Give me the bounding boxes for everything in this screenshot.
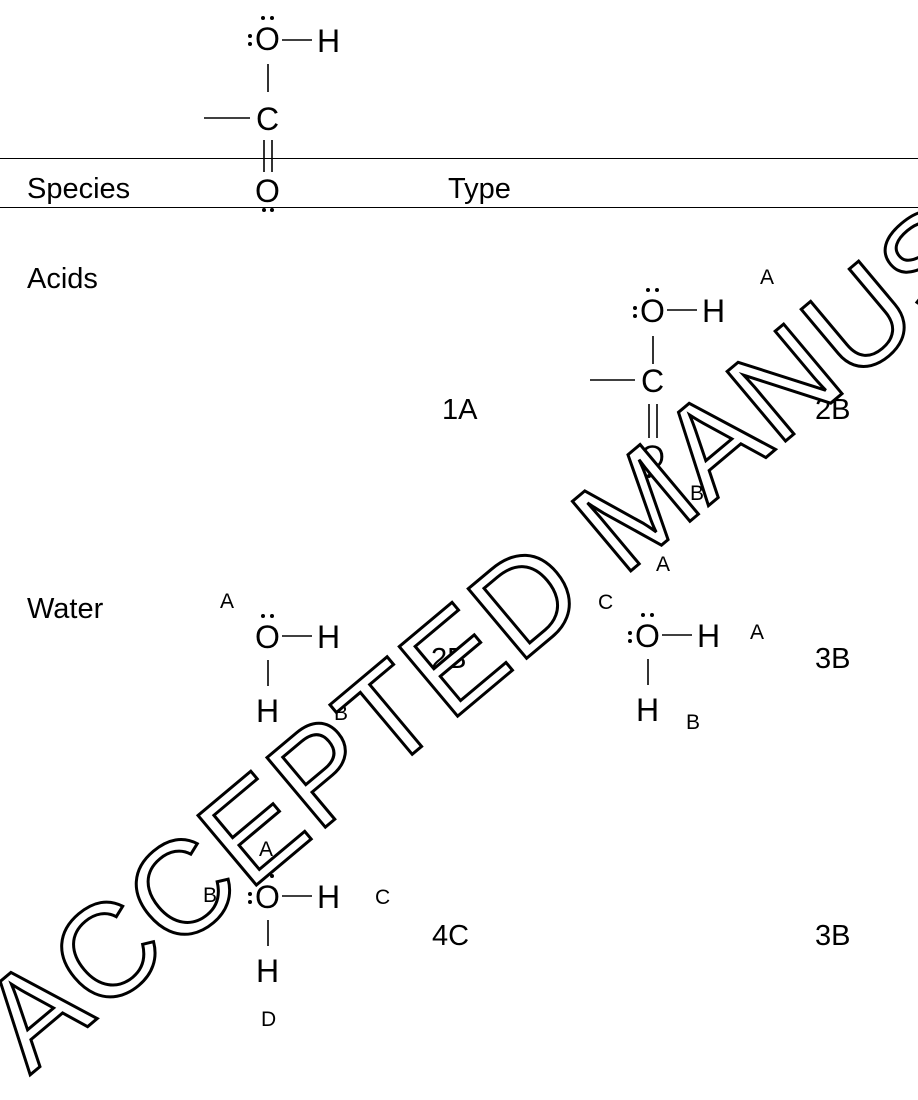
atom-hydrogen: H [256,953,279,989]
lone-pair-dot [655,474,659,478]
site-label: A [750,621,764,644]
type-value: 2B [815,394,851,426]
water-structure-four-sites: A B O H C H D [203,838,390,1031]
lone-pair-dot [647,474,651,478]
site-label: B [686,711,700,734]
lone-pair-dot [248,34,252,38]
site-label: C [375,886,390,909]
carboxylic-acid-structure: A O H C O B [590,266,774,505]
table-top-rule [0,158,918,159]
atom-oxygen: O [255,619,280,655]
carboxyl-structure-header: O H C O [204,16,340,212]
type-value: 1A [442,394,478,426]
site-label: B [203,884,217,907]
lone-pair-dot [248,42,252,46]
site-label: A [220,590,234,613]
lone-pair-dot [261,614,265,618]
atom-hydrogen: H [317,23,340,59]
site-label: B [334,702,348,725]
lone-pair-dot [633,306,637,310]
lone-pair-dot [248,892,252,896]
lone-pair-dot [650,613,654,617]
lone-pair-dot [270,614,274,618]
atom-hydrogen: H [317,879,340,915]
atom-hydrogen: H [636,692,659,728]
type-value: 4C [432,920,470,952]
lone-pair-dot [641,613,645,617]
lone-pair-dot [270,874,274,878]
atom-oxygen: O [640,293,665,329]
site-label: A [760,266,774,289]
atom-oxygen: O [635,618,660,654]
water-structure-three-sites: A C O H A H B [598,553,764,734]
atom-carbon: C [641,363,664,399]
species-label-acids: Acids [27,263,98,295]
atom-carbon: C [256,101,279,137]
lone-pair-dot [633,314,637,318]
water-structure-two-sites: A O H H B [220,590,348,729]
lone-pair-dot [270,16,274,20]
lone-pair-dot [248,900,252,904]
atom-hydrogen: H [697,618,720,654]
column-header-species: Species [27,173,131,205]
lone-pair-dot [628,639,632,643]
site-label: B [690,482,704,505]
atom-oxygen: O [255,879,280,915]
atom-hydrogen: H [317,619,340,655]
lone-pair-dot [270,208,274,212]
atom-hydrogen: H [256,693,279,729]
lone-pair-dot [261,874,265,878]
atom-oxygen: O [255,21,280,57]
type-value: 2B [431,643,467,675]
site-label: D [261,1008,276,1031]
lone-pair-dot [262,208,266,212]
column-header-type: Type [448,173,511,205]
lone-pair-dot [628,631,632,635]
site-label: C [598,591,613,614]
table-header-rule [0,207,918,208]
lone-pair-dot [655,288,659,292]
site-label: A [656,553,670,576]
atom-hydrogen: H [702,293,725,329]
lone-pair-dot [646,288,650,292]
type-value: 3B [815,920,851,952]
atom-oxygen: O [640,439,665,475]
atom-oxygen: O [255,173,280,209]
species-label-water: Water [27,593,104,625]
site-label: A [259,838,273,861]
lone-pair-dot [261,16,265,20]
type-value: 3B [815,643,851,675]
